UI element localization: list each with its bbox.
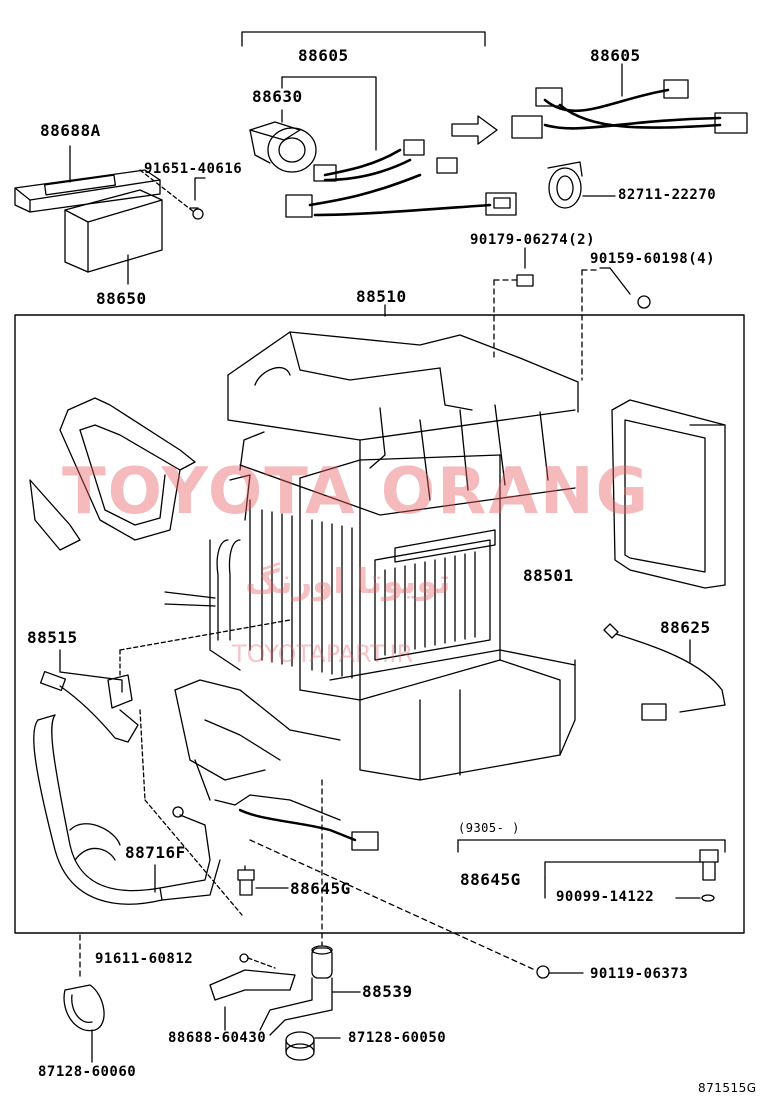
label-90119-06373: 90119-06373 bbox=[590, 966, 689, 982]
wire-harness-lower-icon bbox=[238, 779, 536, 971]
label-82711-22270: 82711-22270 bbox=[618, 187, 717, 203]
label-90159-60198: 90159-60198(4) bbox=[590, 251, 716, 267]
bracket-88688A-icon bbox=[14, 145, 161, 213]
grommet-87128-60050-icon bbox=[285, 1031, 341, 1061]
label-date-range: (9305- ) bbox=[458, 821, 520, 835]
label-90099-14122: 90099-14122 bbox=[556, 889, 655, 905]
watermark-url: TOYOTAPART.IR bbox=[232, 640, 414, 668]
sensor-88515-icon bbox=[39, 619, 291, 743]
sensor-88625-icon bbox=[603, 623, 726, 721]
label-88539: 88539 bbox=[362, 982, 413, 1001]
bolt-91611-icon bbox=[224, 953, 276, 1031]
label-88716F: 88716F bbox=[125, 843, 186, 862]
bolt-90119-icon bbox=[536, 965, 584, 979]
label-88630: 88630 bbox=[252, 87, 303, 106]
screw-91651-icon bbox=[139, 169, 206, 220]
label-88625: 88625 bbox=[660, 618, 711, 637]
label-90179-06274: 90179-06274(2) bbox=[470, 232, 596, 248]
label-88515: 88515 bbox=[27, 628, 78, 647]
label-88650: 88650 bbox=[96, 289, 147, 308]
nut-90179-icon bbox=[493, 247, 534, 361]
label-87128-60060: 87128-60060 bbox=[38, 1064, 137, 1080]
wire-harness-88605-icon bbox=[285, 139, 517, 218]
heater-unit-88510-icon bbox=[164, 331, 579, 821]
duct-right-icon bbox=[611, 399, 726, 589]
bracket-88605 bbox=[241, 31, 486, 47]
diagram-code: 871515G bbox=[698, 1081, 757, 1095]
label-88605-right: 88605 bbox=[590, 46, 641, 65]
label-88645G-right: 88645G bbox=[460, 870, 521, 889]
label-87128-60050: 87128-60050 bbox=[348, 1030, 447, 1046]
label-88688A: 88688A bbox=[40, 121, 101, 140]
label-91611-60812: 91611-60812 bbox=[95, 951, 194, 967]
grommet-87128-60060-icon bbox=[63, 934, 105, 1063]
pipe-88716F-icon bbox=[33, 714, 221, 905]
watermark-brand: TOYOTA ORANG bbox=[62, 455, 651, 529]
watermark-arabic: تویوتا اورنگ bbox=[245, 562, 451, 602]
label-88645G-left: 88645G bbox=[290, 879, 351, 898]
clamp-82711-icon bbox=[547, 161, 616, 209]
label-88605-top: 88605 bbox=[298, 46, 349, 65]
label-88510: 88510 bbox=[356, 287, 407, 306]
label-91651-40616: 91651-40616 bbox=[144, 161, 243, 177]
pipe-88539-icon bbox=[209, 945, 361, 1036]
duct-left-icon bbox=[29, 397, 196, 551]
relay-box-88650-icon bbox=[64, 189, 163, 285]
arrow-right-icon bbox=[451, 115, 498, 145]
switch-88645G-left-icon bbox=[139, 709, 289, 916]
connector-88630-icon bbox=[249, 109, 317, 173]
screw-90159-icon bbox=[581, 267, 651, 381]
label-88501: 88501 bbox=[523, 566, 574, 585]
wire-harness-88605-right-icon bbox=[511, 63, 748, 139]
switch-88645G-right-icon bbox=[457, 839, 726, 902]
label-88688-60430: 88688-60430 bbox=[168, 1030, 267, 1046]
assembly-frame bbox=[14, 314, 745, 934]
